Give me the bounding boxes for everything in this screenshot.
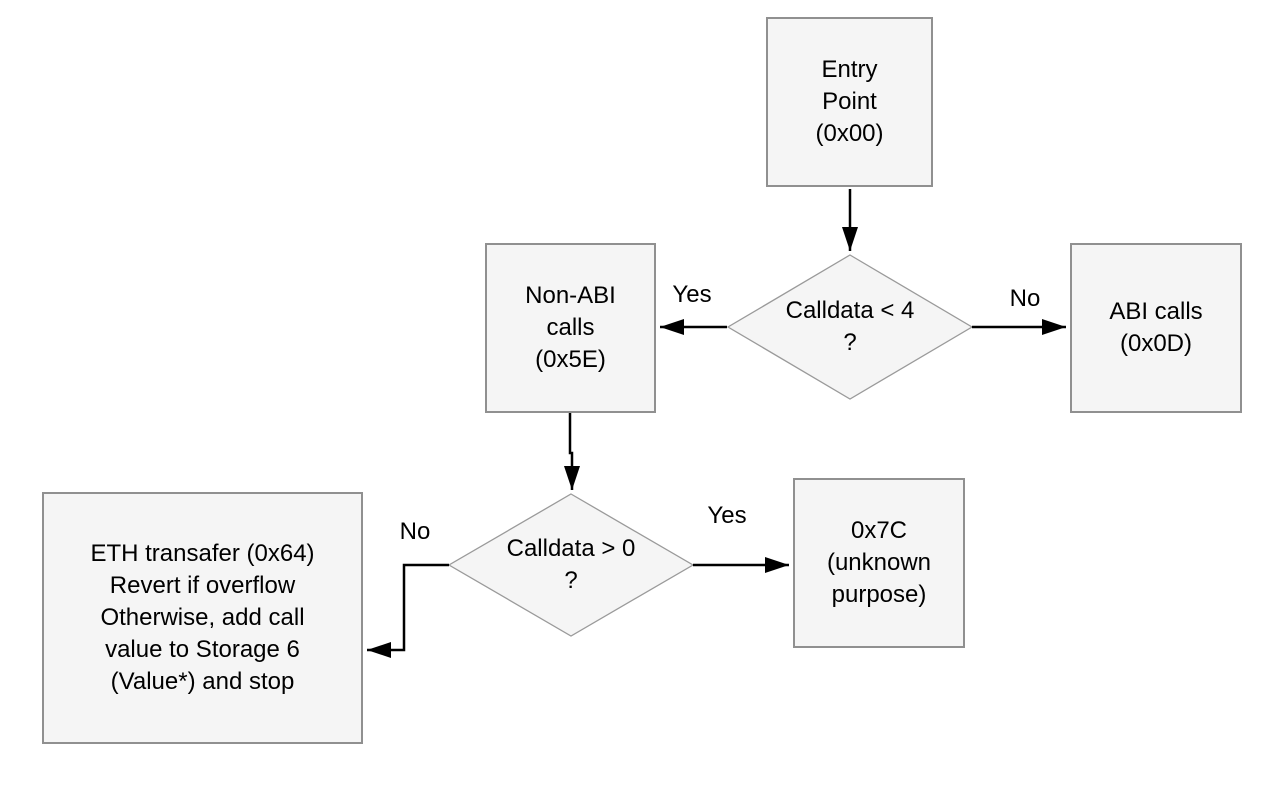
decision-calldata-lt-4-diamond [726,254,974,400]
edge-non-abi-to-decision2 [564,413,580,490]
node-0x7c-unknown: 0x7C (unknown purpose) [793,478,965,648]
edge-decision2-no-to-eth-transfer [367,563,449,658]
edge-label-decision2-no: No [399,518,431,545]
edge-label-decision1-yes: Yes [672,281,712,308]
edge-label-decision2-yes: Yes [707,502,747,529]
edge-label-decision1-no: No [1009,285,1041,312]
node-eth-transfer: ETH transafer (0x64) Revert if overflow … [42,492,363,744]
node-entry-point: Entry Point (0x00) [766,17,933,187]
decision-calldata-gt-0-diamond [447,493,695,637]
node-abi-calls: ABI calls (0x0D) [1070,243,1242,413]
node-non-abi-calls: Non-ABI calls (0x5E) [485,243,656,413]
